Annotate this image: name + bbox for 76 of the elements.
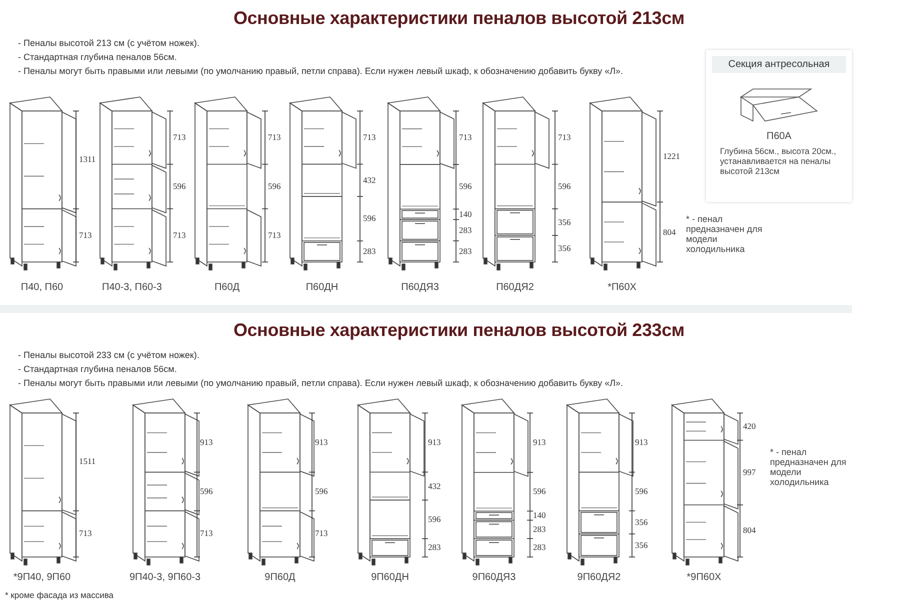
dimension-label: 596: [315, 486, 328, 496]
model-label: 9П60ДН: [371, 572, 409, 583]
note-text: - Пеналы высотой 213 см (с учётом ножек).: [18, 38, 200, 48]
dimension-label: 356: [558, 218, 571, 227]
dimension-label: 596: [558, 182, 571, 192]
info-panel: [706, 50, 852, 202]
dimension-label: 913: [200, 438, 213, 448]
model-label: П60ДН: [306, 282, 338, 293]
dimension-label: 713: [268, 133, 281, 142]
note-text: - Стандартная глубина пеналов 56см.: [18, 364, 177, 374]
dimension-label: 713: [315, 529, 328, 538]
dimension-label: 1511: [79, 457, 96, 466]
dimension-label: 283: [363, 246, 376, 256]
dimension-label: 432: [363, 176, 376, 185]
section-heading: Основные характеристики пеналов высотой 213см: [233, 8, 685, 29]
dimension-label: 596: [200, 486, 213, 496]
model-label: *9П40, 9П60: [13, 572, 71, 583]
dimension-label: 420: [743, 422, 756, 432]
model-label: П60А: [766, 131, 792, 142]
model-label: 9П60ДЯ3: [472, 572, 516, 583]
model-label: 9П40-3, 9П60-3: [129, 572, 201, 583]
dimension-label: 356: [558, 244, 571, 254]
model-label: 9П60ДЯ2: [577, 572, 621, 583]
dimension-label: 713: [363, 133, 376, 142]
dimension-label: 713: [173, 230, 186, 240]
dimension-label: 140: [533, 511, 546, 520]
dimension-label: 713: [558, 133, 571, 142]
note-text: * - пенал предназначен для модели холодильника: [686, 214, 764, 254]
dimension-label: 596: [533, 487, 546, 496]
dimension-label: 713: [459, 133, 472, 142]
dimension-label: 913: [315, 438, 328, 448]
dimension-label: 596: [268, 182, 281, 191]
dimension-label: 713: [200, 529, 213, 538]
model-label: П60ДЯ2: [496, 282, 534, 293]
dimension-label: 596: [635, 487, 648, 496]
dimension-label: 432: [428, 482, 441, 491]
dimension-label: 1221: [663, 152, 680, 162]
dimension-label: 596: [459, 182, 472, 192]
note-text: - Пеналы могут быть правыми или левыми (по умолчанию правый, петли справа). Если нужен левый шкаф, к обозначению добавить букву «Л».: [18, 378, 623, 388]
dimension-label: 713: [268, 230, 281, 240]
model-label: 9П60Д: [264, 572, 296, 583]
dimension-label: 713: [79, 230, 92, 240]
dimension-label: 804: [663, 228, 676, 237]
note-text: - Стандартная глубина пеналов 56см.: [18, 52, 177, 62]
model-label: П40-3, П60-3: [102, 282, 162, 293]
model-label: П60Д: [214, 282, 240, 293]
dimension-label: 283: [428, 543, 441, 552]
dimension-label: 283: [459, 246, 472, 256]
dimension-label: 356: [635, 518, 648, 527]
panel-description: Глубина 56см., высота 20см., устанавливается на пеналы высотой 213см: [720, 146, 838, 176]
dimension-label: 596: [428, 514, 441, 524]
dimension-label: 913: [428, 438, 441, 448]
dimension-label: 713: [79, 529, 92, 538]
section-heading: Основные характеристики пеналов высотой 233см: [233, 320, 685, 341]
model-label: П60ДЯ3: [401, 282, 439, 293]
panel-heading: Секция антресольная: [712, 56, 846, 73]
dimension-label: 913: [533, 438, 546, 448]
dimension-label: 804: [743, 526, 756, 536]
dimension-label: 283: [459, 226, 472, 235]
note-text: * - пенал предназначен для модели холодильника: [770, 447, 848, 487]
model-label: *9П60Х: [686, 572, 722, 583]
footnote-text: * кроме фасада из массива: [5, 590, 114, 600]
note-text: - Пеналы могут быть правыми или левыми (по умолчанию правый, петли справа). Если нужен левый шкаф, к обозначению добавить букву «Л».: [18, 66, 623, 76]
dimension-label: 283: [533, 543, 546, 552]
dimension-label: 713: [173, 133, 186, 142]
dimension-label: 596: [363, 214, 376, 224]
dimension-label: 1311: [79, 155, 96, 164]
dimension-label: 356: [635, 540, 648, 550]
note-text: - Пеналы высотой 233 см (с учётом ножек).: [18, 350, 200, 360]
model-label: *П60Х: [608, 282, 636, 293]
dimension-label: 913: [635, 438, 648, 448]
dimension-label: 997: [743, 468, 756, 478]
dimension-label: 596: [173, 182, 186, 191]
dimension-label: 140: [459, 210, 472, 219]
model-label: П40, П60: [20, 282, 64, 293]
dimension-label: 283: [533, 524, 546, 534]
